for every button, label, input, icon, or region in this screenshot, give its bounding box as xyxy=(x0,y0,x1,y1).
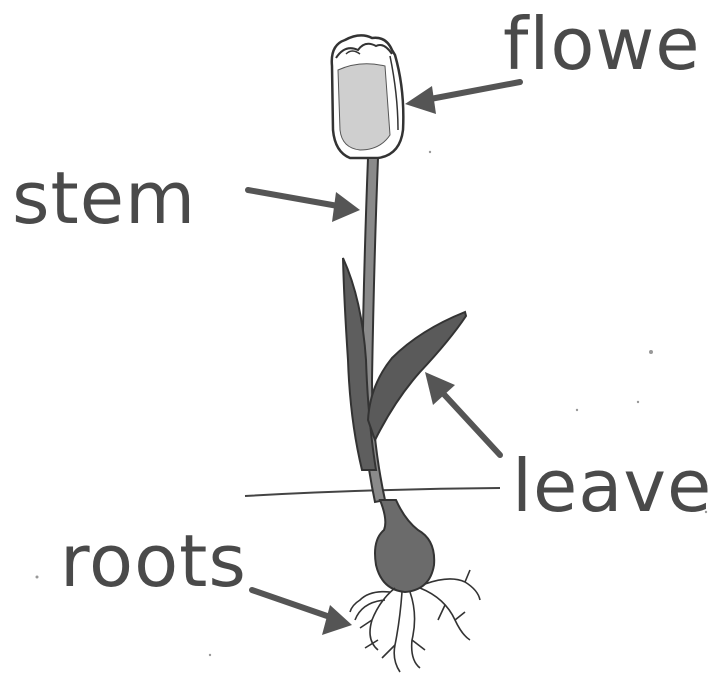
label-leave: leave xyxy=(512,450,712,522)
label-roots: roots xyxy=(60,525,247,597)
label-stem: stem xyxy=(12,162,196,234)
arrow-roots-icon xyxy=(252,590,352,635)
arrow-stem-icon xyxy=(248,190,360,222)
label-flower: flowe xyxy=(503,8,701,80)
bulb-shape xyxy=(375,500,434,592)
leaf-right xyxy=(368,312,466,440)
arrow-leave-icon xyxy=(425,372,500,455)
arrow-flower-icon xyxy=(405,82,520,114)
flower-icon xyxy=(332,35,404,158)
